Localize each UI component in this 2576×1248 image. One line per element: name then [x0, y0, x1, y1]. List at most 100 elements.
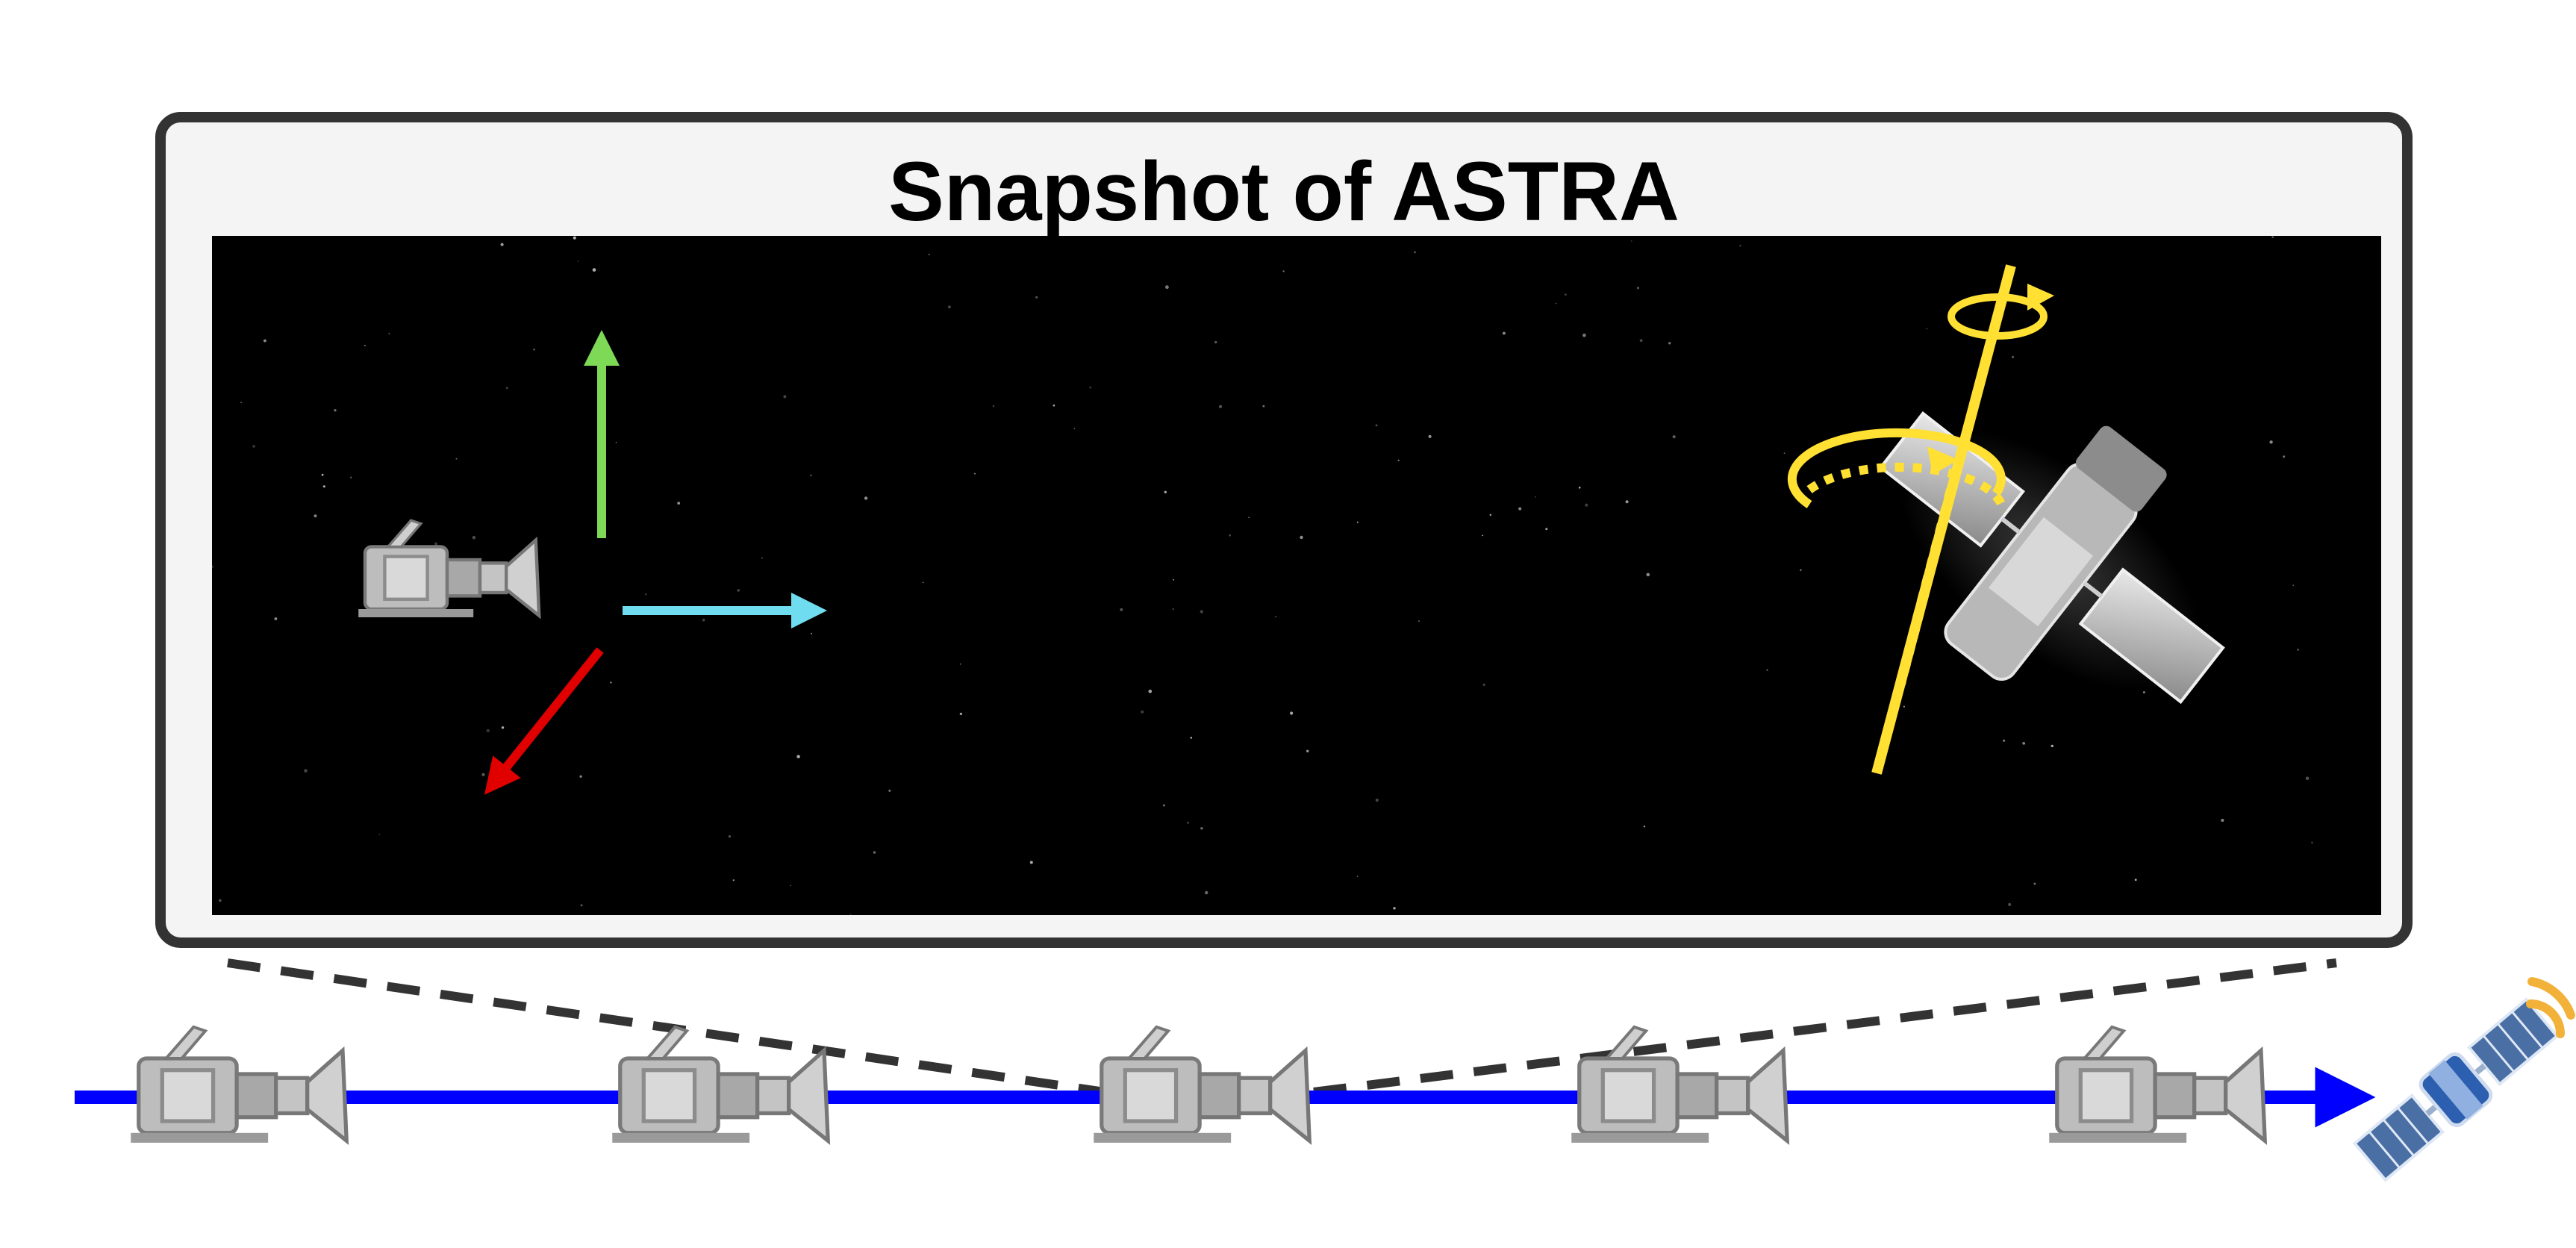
- star: [2008, 902, 2012, 906]
- star: [2221, 819, 2224, 822]
- star: [2033, 882, 2036, 885]
- star: [2012, 355, 2015, 358]
- star: [1282, 270, 1285, 272]
- star: [455, 458, 458, 460]
- star: [1262, 405, 1265, 408]
- rotation-axis: [1871, 264, 2016, 775]
- rotation-indicator: [1787, 264, 2054, 775]
- star: [580, 904, 583, 907]
- star: [1164, 490, 1167, 493]
- star: [810, 474, 812, 477]
- star: [1248, 517, 1250, 519]
- star: [378, 833, 381, 835]
- small-rotation-loop: [1947, 293, 2048, 340]
- star: [1585, 503, 1588, 507]
- signal-icon: [2526, 977, 2575, 1038]
- star: [1565, 293, 1567, 296]
- star: [2305, 776, 2310, 781]
- snapshot-frame: Snapshot of ASTRA: [155, 112, 2413, 948]
- star: [350, 476, 352, 478]
- star: [2297, 649, 2299, 651]
- zoom-line-right: [1313, 958, 2337, 1096]
- star: [1482, 683, 1485, 687]
- star: [888, 789, 891, 792]
- star: [783, 395, 787, 399]
- star: [1089, 386, 1092, 389]
- star: [1306, 749, 1309, 752]
- large-rotation-arrow-head: [1927, 446, 1959, 475]
- star: [1783, 452, 1786, 454]
- video-camera-icon: [612, 1027, 828, 1143]
- star: [321, 473, 324, 476]
- star: [1214, 340, 1217, 344]
- star: [2050, 744, 2053, 748]
- star: [1229, 534, 1231, 537]
- star: [212, 565, 213, 568]
- star: [1141, 710, 1144, 714]
- space-telescope-icon: [1878, 411, 2225, 705]
- star: [472, 535, 476, 540]
- star: [1205, 890, 1209, 895]
- star: [505, 387, 508, 390]
- snapshot-title: Snapshot of ASTRA: [888, 145, 1680, 238]
- star: [1356, 876, 1359, 878]
- video-camera-icon: [2049, 1027, 2265, 1143]
- star: [1545, 528, 1548, 531]
- star: [1073, 428, 1076, 430]
- star: [1290, 711, 1294, 715]
- star: [1503, 331, 1506, 335]
- star: [2143, 691, 2145, 693]
- star: [1578, 487, 1581, 489]
- star: [1397, 459, 1400, 461]
- star: [533, 349, 535, 351]
- video-camera-icon: [1571, 1027, 1787, 1143]
- star: [1375, 424, 1378, 427]
- star: [928, 254, 930, 255]
- video-camera-icon: [358, 519, 541, 620]
- star: [959, 663, 961, 665]
- star: [1120, 608, 1123, 611]
- star: [1766, 669, 1768, 671]
- star: [263, 339, 266, 343]
- star: [1162, 804, 1165, 807]
- star: [1582, 333, 1586, 337]
- star: [1190, 737, 1193, 739]
- star: [1631, 240, 1632, 242]
- star: [500, 243, 504, 246]
- star: [1300, 535, 1303, 540]
- star: [1639, 339, 1643, 343]
- star: [732, 879, 735, 882]
- star: [1643, 826, 1646, 828]
- space-scene: [212, 236, 2381, 915]
- star: [486, 728, 490, 733]
- star: [573, 236, 576, 240]
- star: [1482, 534, 1484, 537]
- rotation-axis-hidden: [1895, 488, 1956, 685]
- star: [1414, 251, 1416, 254]
- star: [322, 485, 325, 488]
- star: [1636, 287, 1640, 290]
- star: [219, 899, 222, 902]
- star: [1903, 705, 1905, 708]
- star: [1646, 572, 1650, 577]
- star: [1535, 496, 1536, 498]
- star: [737, 589, 740, 592]
- zoom-line-left: [227, 958, 1105, 1096]
- star: [974, 472, 976, 475]
- star: [334, 409, 337, 412]
- star: [1518, 507, 1522, 511]
- star: [1428, 434, 1432, 438]
- star: [2271, 236, 2274, 238]
- star: [948, 305, 951, 309]
- star: [2022, 742, 2026, 745]
- star: [796, 755, 800, 758]
- small-rotation-arrow-head: [2027, 284, 2054, 311]
- video-camera-icon: [1094, 1027, 1309, 1143]
- star: [1275, 616, 1277, 618]
- star: [1200, 827, 1203, 830]
- star: [1625, 500, 1629, 504]
- star: [2311, 841, 2313, 844]
- star: [481, 773, 485, 776]
